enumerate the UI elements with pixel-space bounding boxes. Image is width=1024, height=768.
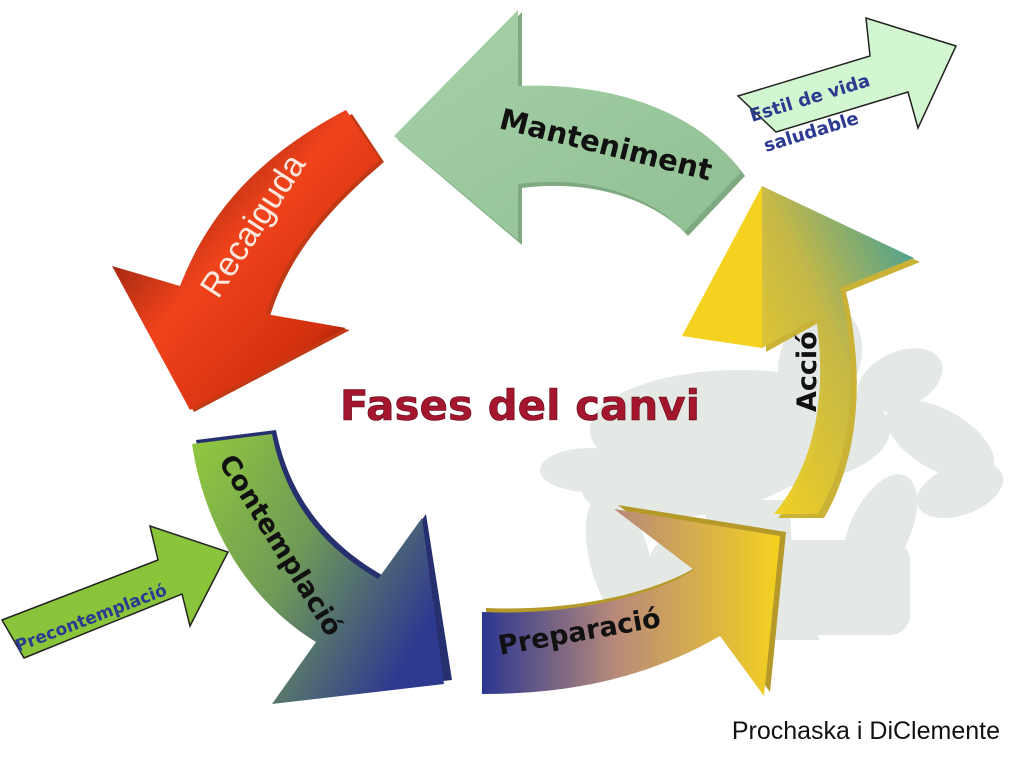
arrow-contemplation: Contemplació <box>192 430 452 704</box>
arrow-entry-precontemplation: Precontemplació <box>0 524 230 659</box>
diagram-title: Fases del canvi <box>340 381 700 430</box>
arrow-action: Acció <box>682 186 920 518</box>
arrow-relapse: Recaiguda <box>112 110 384 412</box>
arrow-exit-healthy-lifestyle: Estil de vida saludable <box>736 16 958 157</box>
credit-text: Prochaska i DiClemente <box>731 717 1000 745</box>
arrow-preparation: Preparació <box>482 505 786 696</box>
arrow-maintenance: Manteniment <box>394 10 745 245</box>
stage-label-action: Acció <box>792 331 823 412</box>
